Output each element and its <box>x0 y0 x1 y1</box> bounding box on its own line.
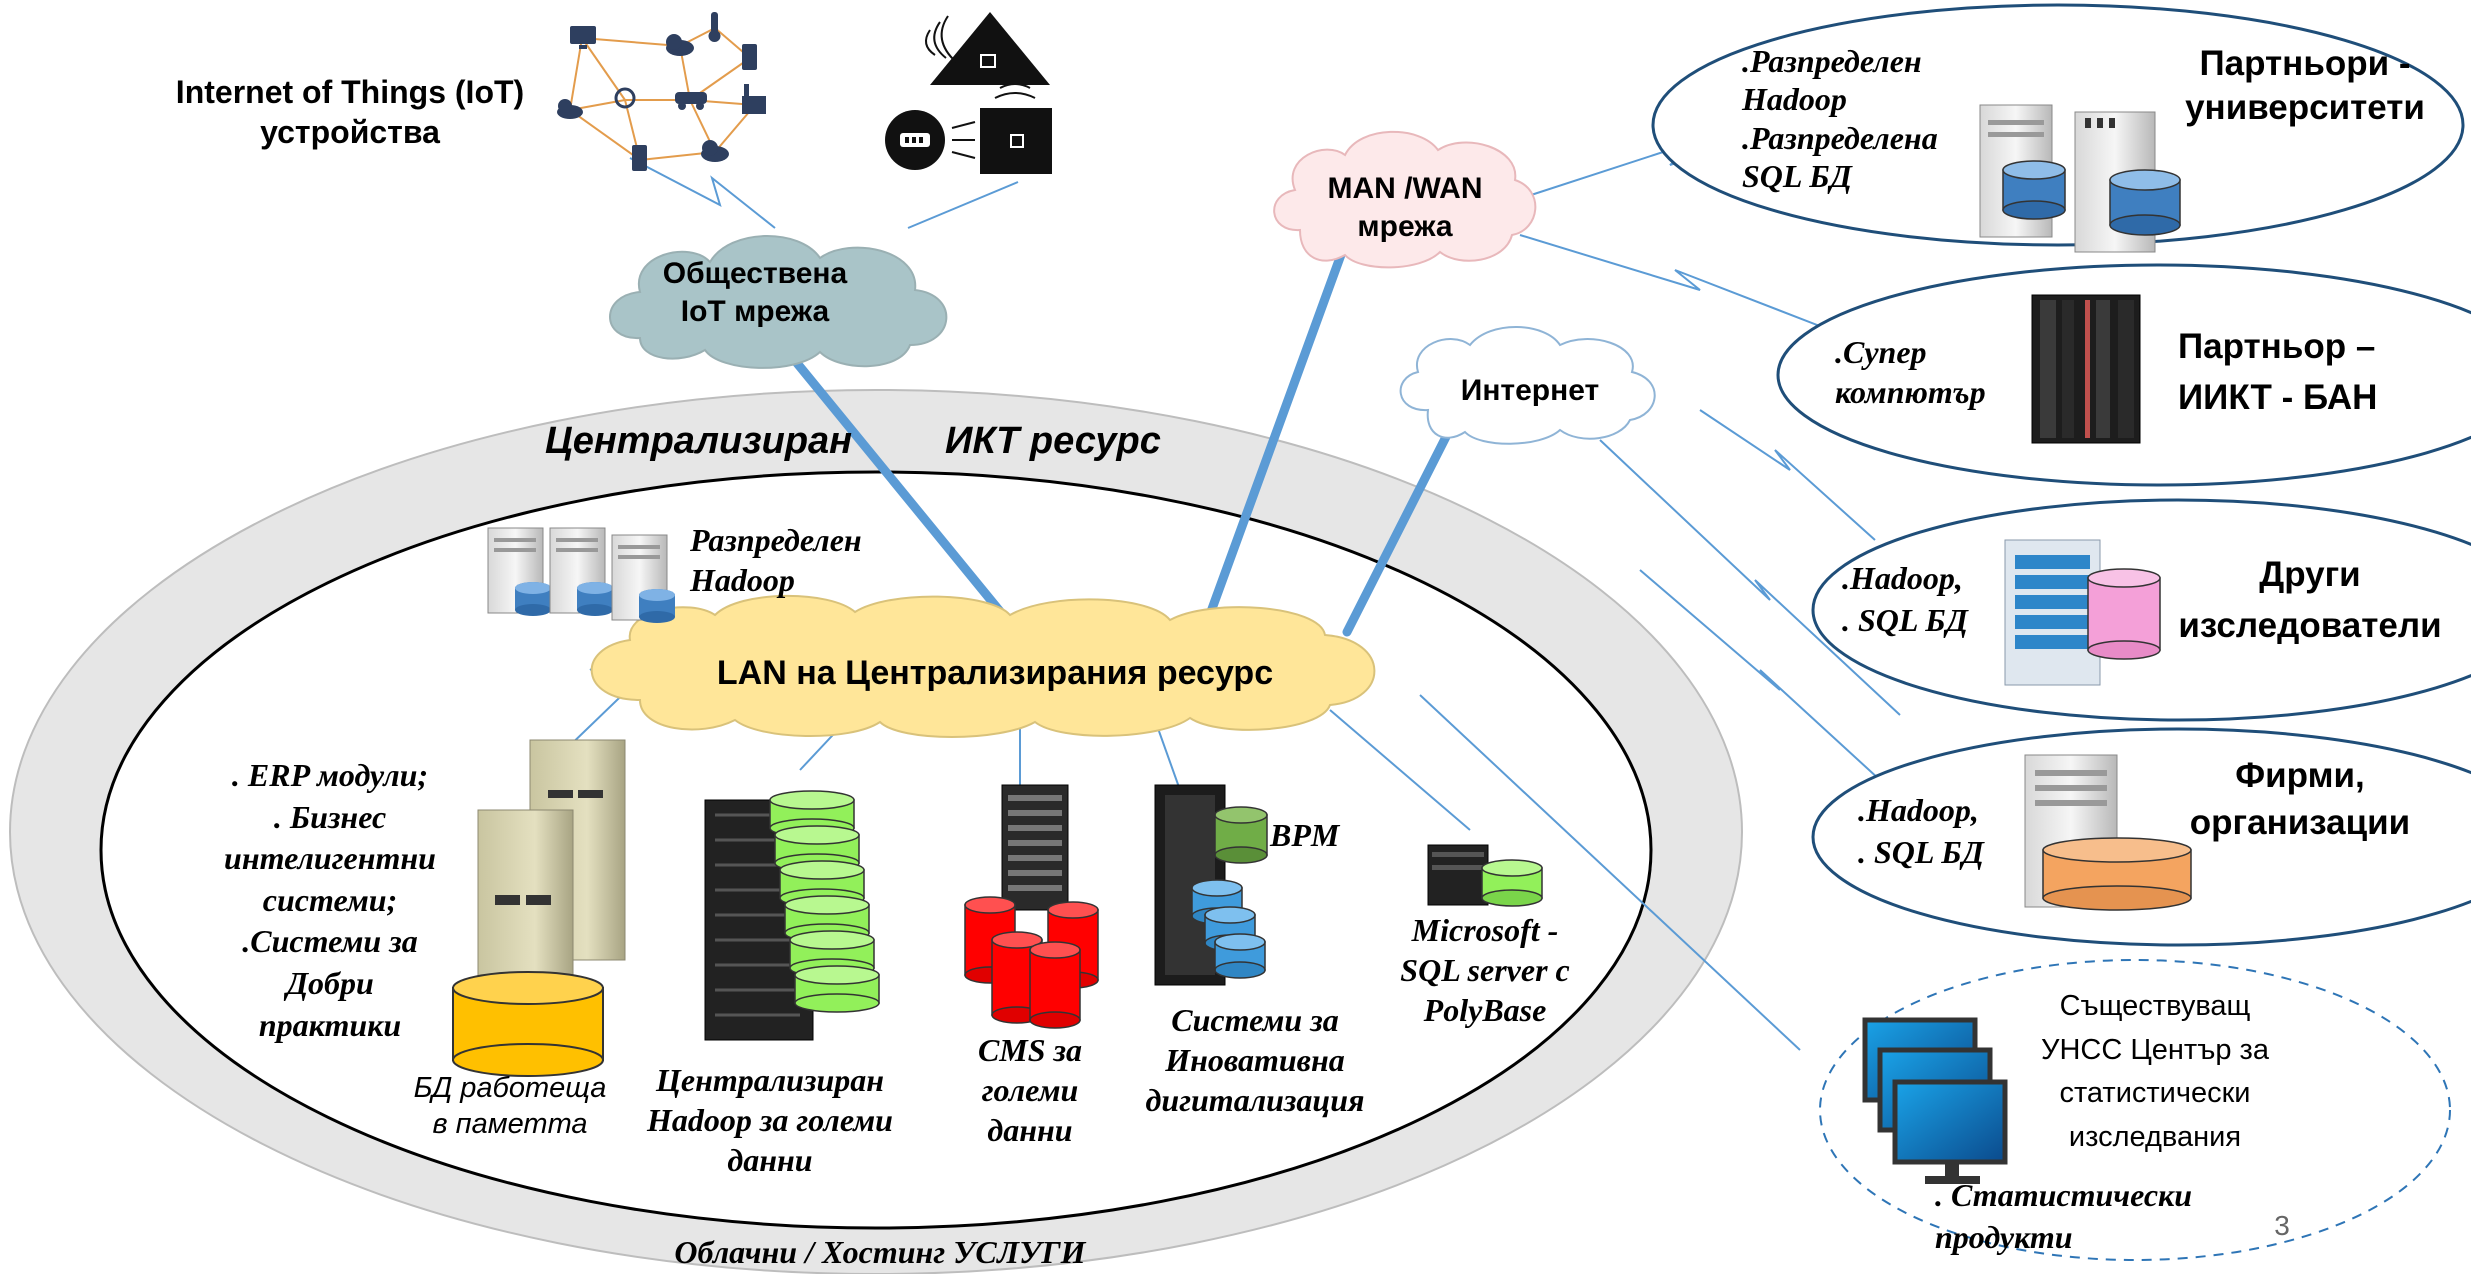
cms-label: CMS за големи данни <box>977 1032 1083 1148</box>
iot-device-icons <box>557 12 766 171</box>
statistics-monitors-icon <box>1862 1017 2008 1184</box>
partner-universities-ellipse <box>1651 3 2465 247</box>
erp-line-7: практики <box>258 1006 402 1043</box>
central-hadoop-label: Централизиран Hadoop за големи данни <box>647 1062 893 1178</box>
internet-label: Интернет <box>1460 374 1600 407</box>
manwan-cloud <box>1273 130 1537 269</box>
erp-modules-list: . ERP модули; . Бизнес интелигентни сист… <box>185 755 475 1046</box>
internet-cloud <box>1399 326 1656 445</box>
researchers-title: Други изследователи <box>2178 555 2442 645</box>
innovation-label: Системи за Иновативна дигитализация <box>1145 1002 1365 1118</box>
central-hadoop-db-stack <box>769 790 880 1013</box>
sqlserver-label: Microsoft - SQL server с PolyBase <box>1400 912 1570 1028</box>
backbone-links <box>787 247 1457 637</box>
companies-title: Фирми, организации <box>2189 756 2411 843</box>
universities-item-1: .Разпределен <box>1742 43 1922 79</box>
cms-red-db-icons <box>964 896 1099 1029</box>
university-servers-icon <box>1979 104 2181 253</box>
lan-label: LAN на Централизирания ресурс <box>716 654 1274 692</box>
sqlserver-box-icon <box>1427 844 1543 907</box>
hosting-services-label: Облачни / Хостинг УСЛУГИ <box>674 1234 1086 1270</box>
companies-item-2: . SQL БД <box>1858 833 1984 870</box>
central-resource-title-left: Централизиран <box>545 420 853 462</box>
slide-number: 3 <box>2274 1210 2290 1241</box>
distributed-hadoop-label: Разпределен Hadoop <box>690 522 862 598</box>
erp-line-1: . ERP модули; <box>231 757 429 793</box>
distributed-hadoop-servers-icon <box>487 527 675 623</box>
bpm-db-icon <box>1214 806 1268 864</box>
iict-item-2: компютър <box>1835 374 1986 410</box>
erp-servers-icon <box>477 739 626 981</box>
researchers-server-icon <box>2004 539 2161 686</box>
bpm-label: BPM <box>1270 817 1340 853</box>
erp-line-5: .Системи за <box>242 923 418 960</box>
universities-item-4: SQL БД <box>1742 158 1852 195</box>
universities-title: Партньори - университети <box>2185 44 2425 127</box>
iict-title: Партньор – ИИКТ - БАН <box>2178 327 2378 417</box>
companies-item-1: .Hadoop, <box>1858 792 1979 828</box>
inmemory-db-label: БД работеща в паметта <box>413 1072 607 1141</box>
iot-network-icon <box>569 27 756 161</box>
iot-devices-label: Internet of Things (IoT) устройства <box>175 74 525 150</box>
public-iot-network-label: Обществена IoT мрежа <box>662 257 848 328</box>
innovation-blue-db-icons <box>1191 879 1266 979</box>
sensor-icons <box>885 12 1052 174</box>
erp-line-6: Добри <box>286 964 374 1001</box>
iict-items: .Супер компютър <box>1835 332 2015 412</box>
supercomputer-icon <box>2031 294 2141 444</box>
universities-items: .Разпределен Hadoop .Разпределена SQL БД <box>1742 42 1982 196</box>
companies-server-icon <box>2024 754 2192 911</box>
partner-companies-ellipse <box>1811 727 2471 947</box>
universities-item-2: Hadoop <box>1742 81 1847 118</box>
erp-line-4: системи; <box>262 881 398 918</box>
statistics-center-title: Съществуващ УНСС Център за статистически… <box>2041 990 2269 1153</box>
universities-item-3: .Разпределена <box>1742 119 1938 156</box>
researchers-item-2: . SQL БД <box>1842 601 1968 638</box>
lan-cloud <box>590 594 1376 738</box>
researchers-items: .Hadoop, . SQL БД <box>1842 558 2012 641</box>
companies-items: .Hadoop, . SQL БД <box>1858 790 2028 873</box>
erp-line-3: интелигентни <box>224 840 436 877</box>
central-resource-title-right: ИКТ ресурс <box>945 420 1161 462</box>
inmemory-db-icon <box>452 971 604 1077</box>
researchers-item-1: .Hadoop, <box>1842 560 1963 596</box>
manwan-network-label: MAN /WAN мрежа <box>1327 172 1483 243</box>
iict-item-1: .Супер <box>1835 334 1927 370</box>
statistics-product-label: . Статистически продукти <box>1935 1177 2193 1255</box>
erp-line-2: . Бизнес <box>273 798 387 835</box>
iot-cloud <box>609 235 948 369</box>
cms-server-icon <box>1001 784 1069 911</box>
